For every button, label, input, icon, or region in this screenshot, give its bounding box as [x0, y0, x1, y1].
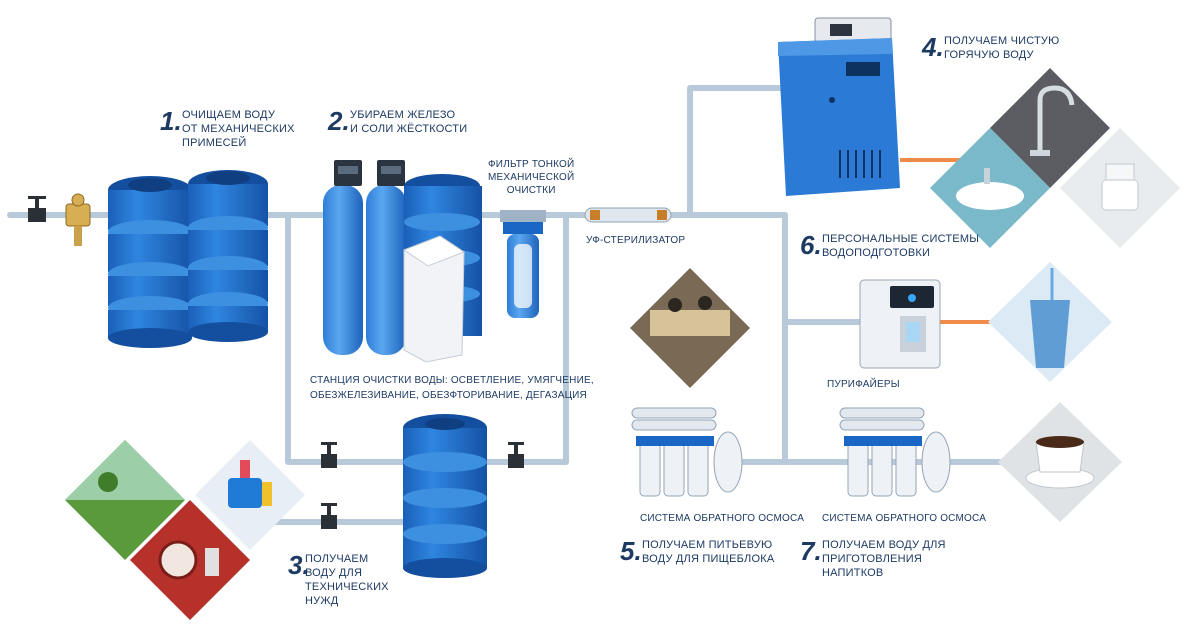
- ro-system-1: [631, 407, 743, 497]
- photo-toilet: [1060, 128, 1180, 248]
- photo-glass-of-water: [988, 262, 1112, 382]
- step-6-number: 6: [800, 232, 822, 258]
- uv-sterilizer-label: УФ-СТЕРИЛИЗАТОР: [586, 235, 686, 246]
- step-1-label: ОЧИЩАЕМ ВОДУ ОТ МЕХАНИЧЕСКИХ ПРИМЕСЕЙ: [182, 109, 295, 149]
- step-2-label: УБИРАЕМ ЖЕЛЕЗО И СОЛИ ЖЁСТКОСТИ: [350, 109, 468, 135]
- fine-filter-label: ФИЛЬТР ТОНКОЙ МЕХАНИЧЕСКОЙ ОЧИСТКИ: [488, 159, 575, 196]
- step-4-number: 4: [922, 34, 944, 60]
- step-4-label: ПОЛУЧАЕМ ЧИСТУЮ ГОРЯЧУЮ ВОДУ: [944, 35, 1060, 61]
- step-3-label: ПОЛУЧАЕМ ВОДУ ДЛЯ ТЕХНИЧЕСКИХ НУЖД: [305, 553, 389, 607]
- step-6-label: ПЕРСОНАЛЬНЫЕ СИСТЕМЫ ВОДОПОДГОТОВКИ: [822, 233, 980, 259]
- step-1-number: 1: [160, 108, 182, 134]
- photo-fire-hose-cabinet: [130, 500, 250, 620]
- ro-system-2-label: СИСТЕМА ОБРАТНОГО ОСМОСА: [822, 513, 987, 524]
- step-3-number: 3: [288, 552, 310, 578]
- step-5-number: 5: [620, 538, 642, 564]
- valve-icon: [321, 442, 337, 468]
- step-7-label: ПОЛУЧАЕМ ВОДУ ДЛЯ ПРИГОТОВЛЕНИЯ НАПИТКОВ: [822, 539, 946, 579]
- treatment-station: [323, 160, 482, 363]
- photo-lawn-sprinkler: [65, 440, 185, 560]
- pipe-to-boiler: [687, 85, 788, 218]
- photo-coffee-cup: [998, 402, 1122, 522]
- photo-cafeteria: [630, 268, 750, 388]
- step-2-number: 2: [328, 108, 350, 134]
- inlet-valve-group: [28, 193, 91, 246]
- fine-filter: [500, 210, 546, 318]
- water-purifier: [859, 279, 941, 369]
- uv-sterilizer: [584, 207, 672, 223]
- bypass-pipe: [285, 212, 408, 465]
- photo-cleaning-supplies: [195, 440, 305, 550]
- photo-bathroom-sink: [930, 128, 1050, 248]
- ro-system-1-label: СИСТЕМА ОБРАТНОГО ОСМОСА: [640, 513, 805, 524]
- boiler: [778, 17, 900, 196]
- station-label: СТАНЦИЯ ОЧИСТКИ ВОДЫ: ОСВЕТЛЕНИЕ, УМЯГЧЕ…: [310, 375, 594, 401]
- mechanical-filter-tanks: [108, 170, 268, 348]
- step-5-label: ПОЛУЧАЕМ ПИТЬЕВУЮ ВОДУ ДЛЯ ПИЩЕБЛОКА: [642, 539, 775, 565]
- ro-system-2: [839, 407, 951, 497]
- step-7-number: 7: [800, 538, 822, 564]
- purifiers-label: ПУРИФАЙЕРЫ: [827, 379, 900, 390]
- valve-icon: [321, 503, 337, 529]
- technical-water-tank: [403, 414, 487, 578]
- valves: [321, 442, 524, 529]
- valve-icon: [508, 442, 524, 468]
